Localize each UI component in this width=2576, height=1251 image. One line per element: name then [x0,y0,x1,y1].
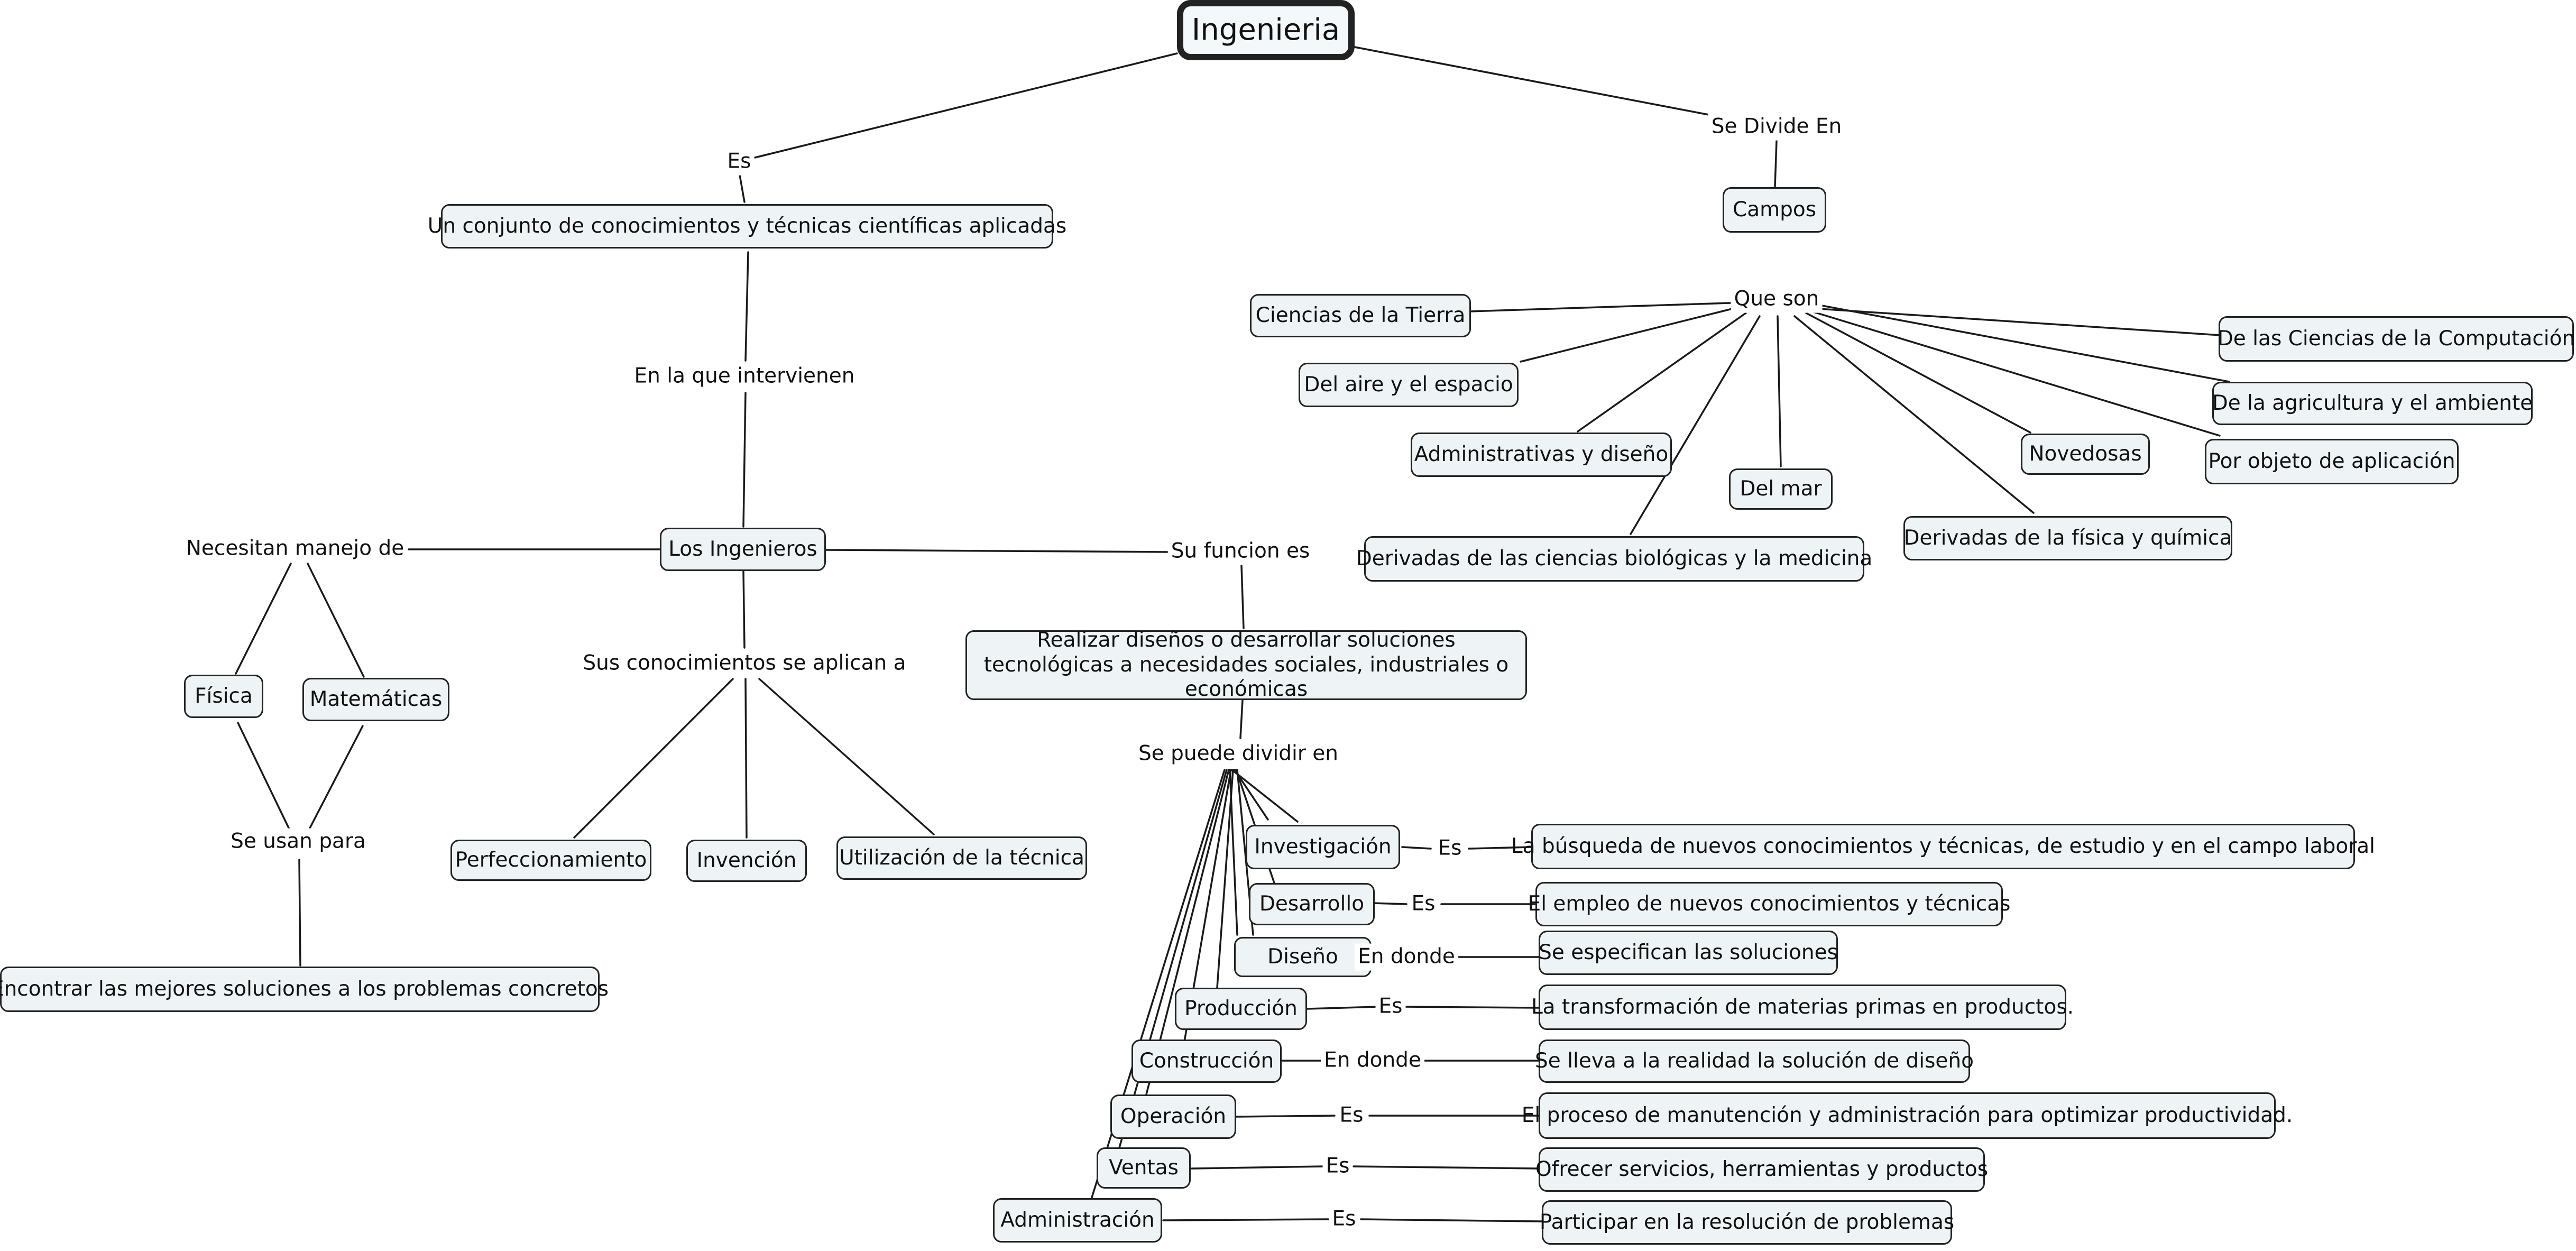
link-label-adm-es: Es [1329,1206,1359,1233]
link-label-des-es: Es [1408,890,1439,918]
link-label-dis-en-donde: En donde [1355,943,1458,971]
node-desarrollo[interactable]: Desarrollo [1249,883,1375,925]
node-desc-construccion[interactable]: Se lleva a la realidad la solución de di… [1535,1040,1974,1083]
node-field-novedosas[interactable]: Novedosas [2021,434,2150,475]
node-desc-administracion[interactable]: Participar en la resolución de problemas [1540,1200,1954,1245]
link-label-con-en-donde: En donde [1321,1047,1424,1074]
link-label-que-son: Que son [1731,286,1823,313]
node-campos[interactable]: Campos [1723,187,1826,233]
node-investigacion[interactable]: Investigación [1246,825,1400,869]
node-diseno[interactable]: Diseño [1234,937,1372,977]
node-los-ingenieros[interactable]: Los Ingenieros [660,528,826,571]
node-field-biologicas[interactable]: Derivadas de las ciencias biológicas y l… [1356,536,1872,582]
node-definition[interactable]: Un conjunto de conocimientos y técnicas … [428,204,1066,249]
node-desc-ventas[interactable]: Ofrecer servicios, herramientas y produc… [1535,1147,1988,1192]
link-label-sus-conocimientos: Sus conocimientos se aplican a [579,650,909,677]
link-label-en-la-que-intervienen: En la que intervienen [631,363,858,390]
node-matematicas[interactable]: Matemáticas [302,678,449,721]
node-desc-operacion[interactable]: El proceso de manutención y administraci… [1522,1092,2293,1139]
node-field-agricultura[interactable]: De la agricultura y el ambiente [2212,382,2533,425]
node-encontrar-soluciones[interactable]: Encontrar las mejores soluciones a los p… [0,967,609,1012]
link-label-su-funcion-es: Su funcion es [1167,538,1313,565]
link-label-se-puede-dividir: Se puede dividir en [1135,740,1342,768]
root-node-ingenieria[interactable]: Ingenieria [1177,0,1355,60]
node-fisica[interactable]: Física [184,675,263,718]
node-desc-investigacion[interactable]: La búsqueda de nuevos conocimientos y té… [1511,824,2375,869]
link-label-se-divide-en: Se Divide En [1708,113,1845,141]
node-desc-desarrollo[interactable]: El empleo de nuevos conocimientos y técn… [1528,882,2010,926]
link-label-inv-es: Es [1434,835,1465,862]
node-field-computacion[interactable]: De las Ciencias de la Computación [2218,316,2575,362]
link-label-ope-es: Es [1336,1102,1367,1129]
link-label-necesitan-manejo: Necesitan manejo de [182,535,408,563]
link-label-es: Es [724,148,755,176]
link-label-se-usan-para: Se usan para [227,828,369,856]
node-field-tierra[interactable]: Ciencias de la Tierra [1250,294,1471,337]
node-desc-produccion[interactable]: La transformación de materias primas en … [1531,985,2074,1030]
node-ventas[interactable]: Ventas [1097,1147,1191,1189]
node-construccion[interactable]: Construcción [1131,1040,1282,1083]
node-utilizacion-tecnica[interactable]: Utilización de la técnica [836,836,1087,880]
node-desc-diseno[interactable]: Se especifican las soluciones [1539,931,1838,975]
node-invencion[interactable]: Invención [686,840,807,882]
node-field-aire[interactable]: Del aire y el espacio [1299,363,1519,407]
node-realizar-disenos[interactable]: Realizar diseños o desarrollar solucione… [965,628,1527,701]
node-perfeccionamiento[interactable]: Perfeccionamiento [450,840,651,881]
node-operacion[interactable]: Operación [1110,1094,1236,1139]
link-label-ven-es: Es [1322,1153,1353,1180]
node-field-mar[interactable]: Del mar [1729,468,1833,510]
link-label-pro-es: Es [1375,993,1406,1020]
node-administracion[interactable]: Administración [993,1198,1162,1243]
node-field-administrativas[interactable]: Administrativas y diseño [1411,433,1672,477]
node-produccion[interactable]: Producción [1175,988,1307,1030]
node-field-objeto[interactable]: Por objeto de aplicación [2205,439,2459,484]
node-field-fisica-quimica[interactable]: Derivadas de la física y química [1903,516,2232,560]
